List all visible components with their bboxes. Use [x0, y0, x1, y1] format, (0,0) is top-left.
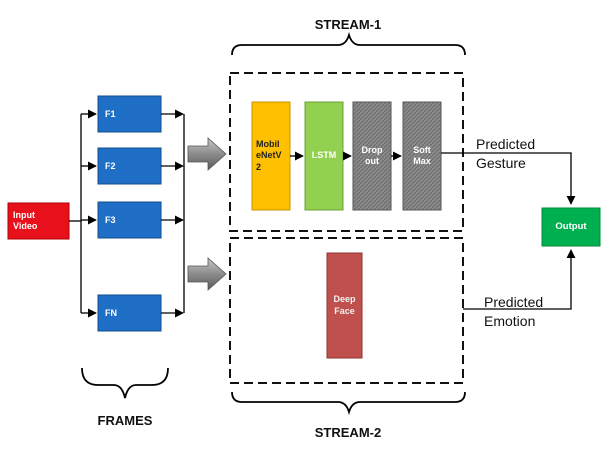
deepface-block — [326, 252, 363, 359]
mobilenetv2-block — [251, 101, 291, 211]
big-arrow-stream2 — [187, 257, 227, 291]
gesture-connector — [441, 152, 576, 205]
stream2-container — [229, 237, 464, 384]
big-arrow-stream1 — [187, 137, 227, 171]
frame-box-f1 — [97, 95, 162, 133]
frame-box-fn — [97, 294, 162, 332]
frames-brace — [81, 367, 169, 399]
frame-box-f2 — [97, 147, 162, 185]
stream1-brace — [231, 31, 466, 56]
stream2-brace — [231, 391, 466, 416]
lstm-block — [304, 101, 344, 211]
output-box — [541, 207, 601, 247]
frame-box-f3 — [97, 201, 162, 239]
softmax-block — [402, 101, 442, 211]
dropout-block — [352, 101, 392, 211]
input-video-box — [7, 202, 70, 240]
emotion-connector — [463, 249, 576, 310]
stream1-container — [229, 72, 464, 232]
